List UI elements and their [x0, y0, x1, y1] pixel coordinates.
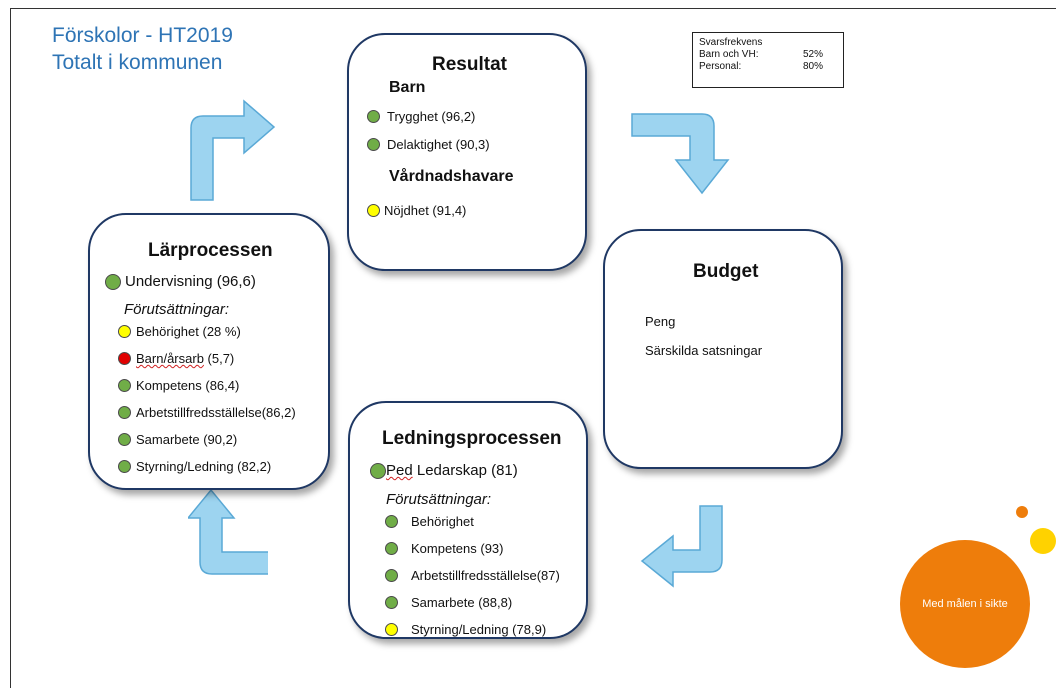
status-dot-icon — [367, 204, 380, 217]
list-item: Styrning/Ledning (82,2) — [118, 459, 271, 474]
title-line-1: Förskolor - HT2019 — [52, 24, 233, 47]
page-title: Förskolor - HT2019 Totalt i kommunen — [52, 22, 233, 76]
list-item: Behörighet (28 %) — [118, 324, 241, 339]
ledningsprocessen-title: Ledningsprocessen — [382, 428, 562, 449]
item-label: Samarbete (88,8) — [411, 595, 513, 610]
arrow-down-left-icon — [640, 505, 723, 588]
item-label: Styrning/Ledning (78,9) — [411, 622, 547, 637]
item-label: Arbetstillfredsställelse(87) — [411, 568, 560, 583]
list-item: Kompetens (86,4) — [118, 378, 239, 393]
list-item: Ped Ledarskap (81) — [370, 462, 518, 479]
logo-small-dot-icon — [1016, 506, 1028, 518]
status-dot-icon — [118, 406, 131, 419]
list-item: Behörighet — [385, 514, 474, 529]
resultat-box: Resultat Barn Trygghet (96,2) Delaktighet… — [347, 33, 587, 271]
status-dot-icon — [105, 273, 121, 290]
list-item: Samarbete (88,8) — [385, 595, 512, 610]
status-dot-icon — [385, 515, 398, 528]
prereq-heading: Förutsättningar: — [386, 491, 492, 508]
list-item: Arbetstillfredsställelse(86,2) — [118, 405, 296, 420]
item-label: Arbetstillfredsställelse(86,2) — [136, 405, 296, 420]
response-rate-value: 52% — [803, 49, 824, 60]
status-dot-icon — [385, 596, 398, 609]
status-dot-icon — [367, 138, 380, 151]
larprocessen-title: Lärprocessen — [148, 240, 273, 261]
budget-title: Budget — [693, 261, 759, 282]
item-label-underlined: Barn/årsarb — [136, 351, 204, 366]
item-label: Kompetens (86,4) — [136, 378, 240, 393]
list-item: Trygghet (96,2) — [367, 109, 475, 124]
item-label: Undervisning (96,6) — [125, 273, 256, 290]
budget-box: Budget Peng Särskilda satsningar — [603, 229, 843, 469]
response-rate-value: 80% — [803, 61, 824, 72]
status-dot-icon — [118, 352, 131, 365]
list-item: Samarbete (90,2) — [118, 432, 237, 447]
list-item: Nöjdhet (91,4) — [367, 203, 466, 218]
response-rate-heading: Svarsfrekvens — [699, 37, 763, 48]
response-rate-row: Barn och VH: 52% — [699, 49, 837, 61]
list-item: Styrning/Ledning (78,9) — [385, 622, 546, 637]
arrow-right-down-icon — [631, 113, 730, 195]
response-rate-label: Personal: — [699, 61, 742, 72]
budget-item: Peng — [645, 314, 676, 329]
item-label: Kompetens (93) — [411, 541, 504, 556]
status-dot-icon — [370, 462, 386, 479]
list-item: Barn/årsarb (5,7) — [118, 351, 234, 366]
response-rate-label: Barn och VH: — [699, 49, 759, 60]
list-item: Undervisning (96,6) — [105, 273, 256, 290]
arrow-up-right-icon — [190, 99, 276, 201]
title-line-2: Totalt i kommunen — [52, 51, 223, 74]
status-dot-icon — [118, 379, 131, 392]
page-frame — [10, 8, 1056, 688]
logo-text: Med målen i sikte — [922, 598, 1008, 610]
vardnadshavare-heading: Vårdnadshavare — [389, 168, 514, 185]
arrow-left-up-icon — [188, 488, 268, 575]
item-label: Ledarskap (81) — [412, 462, 518, 479]
item-label: Behörighet — [411, 514, 474, 529]
logo: Med målen i sikte — [900, 540, 1030, 668]
item-label-underlined: Ped — [386, 462, 413, 479]
item-label: Behörighet (28 %) — [136, 324, 241, 339]
larprocessen-box: Lärprocessen Undervisning (96,6) Förutsä… — [88, 213, 330, 490]
status-dot-icon — [118, 433, 131, 446]
resultat-title: Resultat — [432, 54, 507, 75]
item-label: Trygghet (96,2) — [387, 109, 476, 124]
response-rate-box: Svarsfrekvens Barn och VH: 52% Personal:… — [692, 32, 844, 88]
status-dot-icon — [385, 569, 398, 582]
status-dot-icon — [118, 325, 131, 338]
item-label: (5,7) — [203, 351, 235, 366]
list-item: Arbetstillfredsställelse(87) — [385, 568, 560, 583]
budget-item: Särskilda satsningar — [645, 343, 763, 358]
ledningsprocessen-box: Ledningsprocessen Ped Ledarskap (81) För… — [348, 401, 588, 639]
status-dot-icon — [118, 460, 131, 473]
status-dot-icon — [385, 623, 398, 636]
logo-yellow-dot-icon — [1030, 528, 1056, 554]
item-label: Delaktighet (90,3) — [387, 137, 490, 152]
item-label: Styrning/Ledning (82,2) — [136, 459, 272, 474]
list-item: Delaktighet (90,3) — [367, 137, 490, 152]
status-dot-icon — [367, 110, 380, 123]
barn-heading: Barn — [389, 79, 426, 96]
status-dot-icon — [385, 542, 398, 555]
prereq-heading: Förutsättningar: — [124, 301, 230, 318]
item-label: Samarbete (90,2) — [136, 432, 238, 447]
list-item: Kompetens (93) — [385, 541, 504, 556]
item-label: Nöjdhet (91,4) — [384, 203, 467, 218]
response-rate-row: Personal: 80% — [699, 61, 837, 73]
